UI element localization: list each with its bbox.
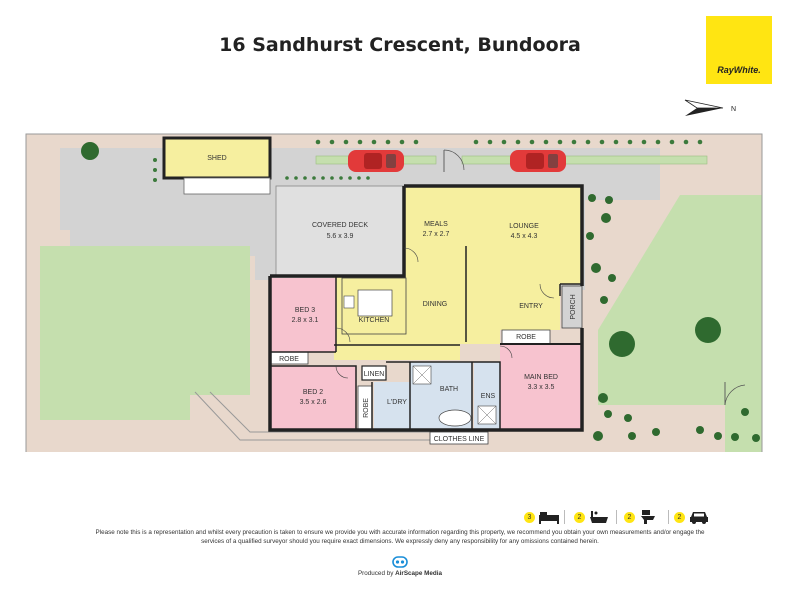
covered-deck — [275, 185, 405, 277]
bed2-robe-label: ROBE — [363, 398, 370, 418]
car-2-icon — [510, 150, 566, 172]
main-bed-room — [500, 344, 582, 430]
kitchen-label: KITCHEN — [359, 317, 390, 324]
covered-deck-dims: 5.6 x 3.9 — [327, 233, 354, 240]
credit-brand: AirScape Media — [395, 570, 442, 577]
bed3-dims: 2.8 x 3.1 — [292, 317, 319, 324]
bed2-room — [270, 366, 356, 430]
bathrooms-summary: 2 — [574, 508, 614, 526]
dining-label: DINING — [423, 301, 448, 308]
bathrooms-count: 2 — [574, 512, 585, 523]
entry-label: ENTRY — [519, 303, 543, 310]
porch-label: PORCH — [570, 294, 577, 319]
credit: Produced by AirScape Media — [300, 556, 500, 580]
bathtub — [438, 409, 472, 427]
bath-label: BATH — [440, 386, 458, 393]
garden-right — [598, 195, 762, 452]
toilets-summary: 2 — [624, 508, 664, 526]
page-title: 16 Sandhurst Crescent, Bundoora — [219, 34, 581, 56]
bed2-dims: 3.5 x 2.6 — [300, 399, 327, 406]
logo-text: RayWhite. — [717, 65, 761, 75]
lower-path — [190, 395, 260, 450]
bedrooms-summary: 3 — [524, 508, 564, 526]
toilet-icon — [641, 510, 655, 524]
lounge-label: LOUNGE — [509, 223, 539, 230]
north-arrow-icon: N — [684, 99, 736, 116]
main-bed-label: MAIN BED — [524, 374, 558, 381]
car-icon — [690, 512, 708, 524]
door-swings — [335, 247, 555, 379]
ensuite-label: ENS — [481, 393, 496, 400]
car-spaces-count: 2 — [674, 512, 685, 523]
garden-left — [40, 246, 250, 420]
laundry — [374, 382, 410, 430]
hedge-top — [153, 139, 703, 190]
property-summary: 3 2 2 2 — [520, 504, 720, 528]
bed3-label: BED 3 — [295, 307, 315, 314]
linen-label: LINEN — [364, 371, 385, 378]
gate-arc — [443, 149, 465, 171]
meals-label: MEALS — [424, 221, 448, 228]
main-bed-dims: 3.3 x 3.5 — [528, 384, 555, 391]
covered-deck-label: COVERED DECK — [312, 222, 368, 229]
clothes-line — [429, 431, 489, 445]
toilets-count: 2 — [624, 512, 635, 523]
bed2-label: BED 2 — [303, 389, 323, 396]
summary-divider — [564, 510, 565, 524]
trees — [81, 142, 760, 442]
bath-icon — [590, 511, 608, 523]
path-line — [194, 391, 440, 441]
raywhite-logo: RayWhite. — [706, 16, 772, 84]
airscape-logo-icon — [392, 556, 408, 568]
site-boundary — [25, 133, 763, 452]
main-robe-label: ROBE — [516, 334, 536, 341]
summary-divider — [668, 510, 669, 524]
car-1-icon — [348, 150, 404, 172]
summary-divider — [616, 510, 617, 524]
meals-dims: 2.7 x 2.7 — [423, 231, 450, 238]
linen — [361, 365, 387, 381]
disclaimer-text: Please note this is a representation and… — [95, 529, 705, 545]
credit-text: Produced by AirScape Media — [300, 570, 500, 577]
bed3-room — [270, 278, 336, 352]
bedrooms-count: 3 — [524, 512, 535, 523]
walls — [268, 184, 584, 432]
car-spaces-summary: 2 — [674, 508, 714, 526]
credit-prefix: Produced by — [357, 570, 396, 577]
lounge-dims: 4.5 x 4.3 — [511, 233, 538, 240]
clothes-line-label: CLOTHES LINE — [434, 436, 485, 443]
kitchen-bench — [357, 289, 393, 317]
shed-annex — [183, 177, 271, 195]
porch — [561, 285, 583, 329]
shed-label: SHED — [207, 155, 226, 162]
north-label: N — [731, 106, 736, 113]
bed-icon — [539, 512, 559, 524]
laundry-label: L'DRY — [387, 399, 407, 406]
bed3-robe-label: ROBE — [279, 356, 299, 363]
